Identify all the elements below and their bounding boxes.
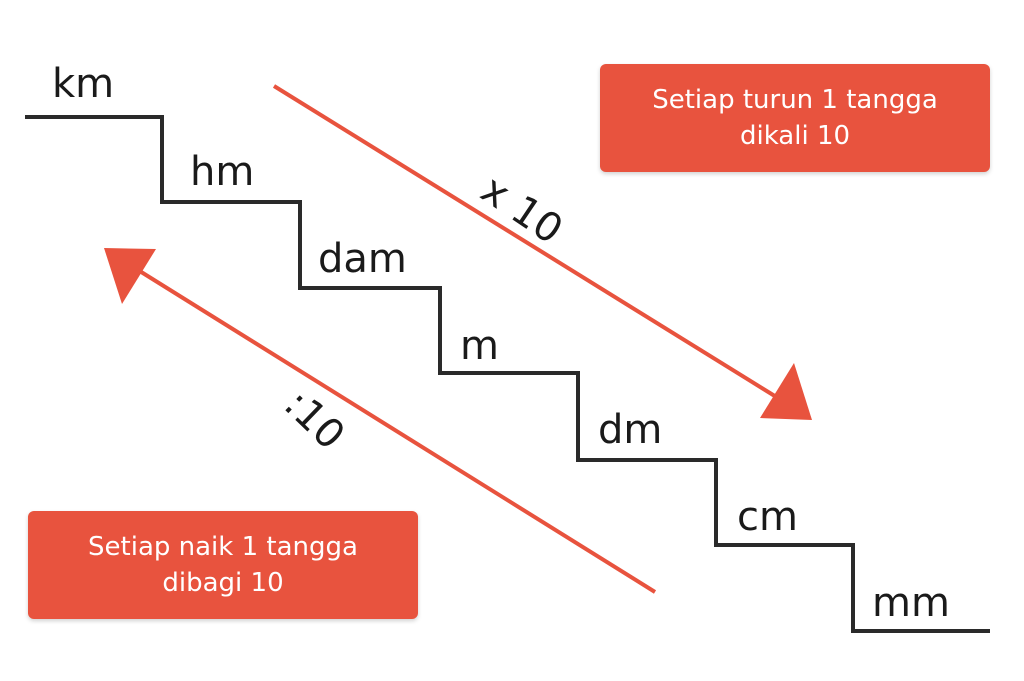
- callout-divide-line2: dibagi 10: [162, 568, 284, 598]
- unit-label-dam: dam: [318, 236, 407, 282]
- unit-label-mm: mm: [872, 580, 950, 626]
- callout-multiply-line2: dikali 10: [739, 121, 851, 151]
- unit-label-cm: cm: [737, 494, 798, 540]
- callout-divide-line1: Setiap naik 1 tangga: [88, 532, 358, 562]
- callout-multiply: Setiap turun 1 tangga dikali 10: [600, 64, 990, 172]
- unit-label-dm: dm: [598, 407, 663, 453]
- unit-label-m: m: [460, 323, 499, 369]
- divide-arrow-shaft: [136, 268, 657, 594]
- callout-multiply-line1: Setiap turun 1 tangga: [652, 85, 938, 115]
- callout-divide: Setiap naik 1 tangga dibagi 10: [28, 511, 418, 619]
- divide-arrow-head: [104, 248, 156, 304]
- unit-label-hm: hm: [190, 149, 255, 195]
- multiply-arrow-shaft: [272, 84, 780, 400]
- divide-arrow: [104, 248, 657, 594]
- multiply-arrow: [272, 84, 812, 420]
- unit-label-km: km: [52, 61, 115, 107]
- multiply-arrow-head: [760, 363, 812, 420]
- staircase-line: [25, 115, 990, 633]
